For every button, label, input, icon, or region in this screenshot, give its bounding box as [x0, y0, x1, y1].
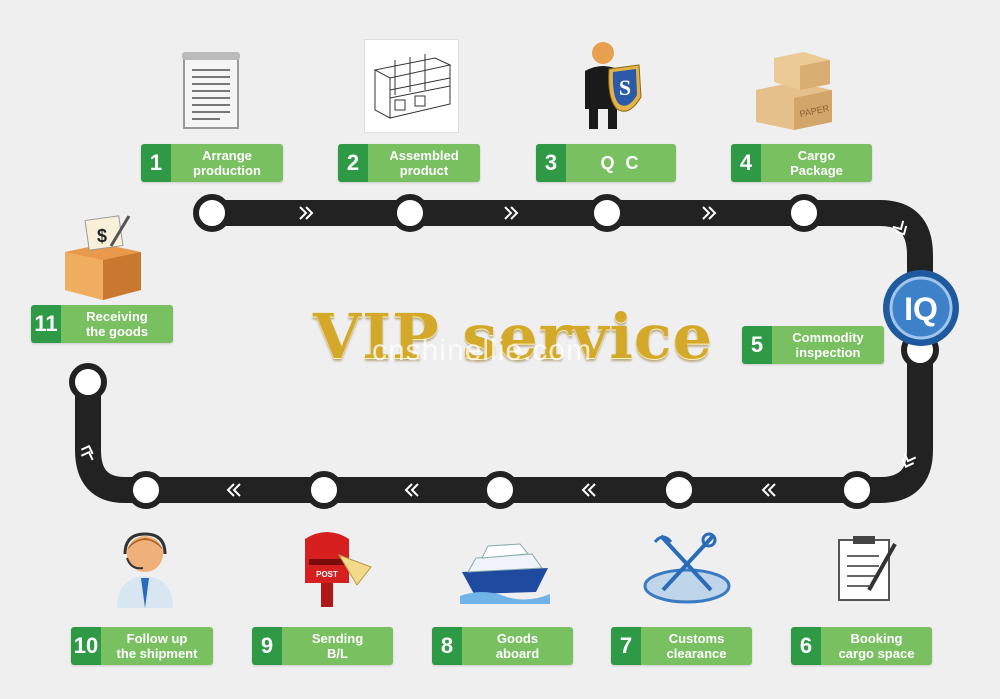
- step-11-label: 11 Receiving the goods: [31, 305, 173, 343]
- step-8-label: 8 Goods aboard: [432, 627, 573, 665]
- step-text: Arrange production: [171, 144, 283, 182]
- document-icon: [182, 52, 240, 129]
- stop-10: [127, 471, 165, 509]
- chevron-up-2: [80, 444, 94, 455]
- shield-letter: S: [619, 75, 631, 100]
- track-path: [75, 200, 933, 503]
- customs-caduceus-icon: [643, 532, 731, 604]
- step-number: 7: [611, 627, 641, 665]
- step-text: Cargo Package: [761, 144, 872, 182]
- step-6-label: 6 Booking cargo space: [791, 627, 932, 665]
- step-number: 10: [71, 627, 101, 665]
- step-text: Q C: [566, 144, 676, 182]
- svg-text:$: $: [97, 226, 107, 246]
- stop-3: [588, 194, 626, 232]
- chevron-right-3: [702, 206, 717, 220]
- stop-11: [69, 363, 107, 401]
- step-text: Assembled product: [368, 144, 480, 182]
- step-number: 8: [432, 627, 462, 665]
- payment-box-icon: $: [65, 215, 141, 300]
- clipboard-icon: [838, 536, 897, 601]
- cargo-boxes-icon: PAPER: [756, 52, 832, 130]
- cruise-ship-icon: [460, 543, 550, 604]
- step-10-label: 10 Follow up the shipment: [71, 627, 213, 665]
- qc-inspector-icon: S: [585, 42, 642, 129]
- stop-4: [785, 194, 823, 232]
- chevron-left-1: [761, 483, 776, 497]
- step-7-label: 7 Customs clearance: [611, 627, 752, 665]
- step-text: Commodity inspection: [772, 326, 884, 364]
- step-text: Customs clearance: [641, 627, 752, 665]
- badge-text: IQ: [904, 291, 938, 327]
- stop-1: [193, 194, 231, 232]
- step-number: 2: [338, 144, 368, 182]
- watermark: cnshinellie.com: [372, 334, 593, 367]
- step-4-label: 4 Cargo Package: [731, 144, 872, 182]
- chevron-right-2: [504, 206, 519, 220]
- step-text: Goods aboard: [462, 627, 573, 665]
- stop-9: [305, 471, 343, 509]
- step-1-label: 1 Arrange production: [141, 144, 283, 182]
- stop-2: [391, 194, 429, 232]
- vip-service-title: VIP service: [313, 300, 714, 373]
- step-9-label: 9 Sending B/L: [252, 627, 393, 665]
- chevron-down-1: [892, 220, 908, 236]
- mailbox-label: POST: [316, 570, 338, 579]
- step-number: 11: [31, 305, 61, 343]
- chevron-left-3: [404, 483, 419, 497]
- mailbox-icon: POST: [305, 532, 372, 607]
- step-number: 3: [536, 144, 566, 182]
- stop-7: [660, 471, 698, 509]
- track-stops: [69, 194, 939, 509]
- chevron-up-1: [80, 450, 94, 461]
- step-text: Receiving the goods: [61, 305, 173, 343]
- counter-sketch-icon: [373, 54, 452, 119]
- chevron-left-2: [581, 483, 596, 497]
- commodity-inspection-badge-icon: IQ: [883, 270, 959, 346]
- chevron-left-4: [226, 483, 241, 497]
- support-agent-icon: [117, 532, 173, 608]
- step-text: Follow up the shipment: [101, 627, 213, 665]
- step-2-label: 2 Assembled product: [338, 144, 480, 182]
- step-text: Booking cargo space: [821, 627, 932, 665]
- step-number: 5: [742, 326, 772, 364]
- step-number: 6: [791, 627, 821, 665]
- step-3-label: 3 Q C: [536, 144, 676, 182]
- step-text: Sending B/L: [282, 627, 393, 665]
- chevron-right-1: [299, 206, 314, 220]
- chevron-down-2: [901, 452, 917, 468]
- step-number: 9: [252, 627, 282, 665]
- step-number: 1: [141, 144, 171, 182]
- step-5-label: 5 Commodity inspection: [742, 326, 884, 364]
- direction-chevrons: [80, 206, 917, 497]
- step-number: 4: [731, 144, 761, 182]
- stop-6: [838, 471, 876, 509]
- assembled-product-image: [364, 39, 459, 133]
- stop-8: [481, 471, 519, 509]
